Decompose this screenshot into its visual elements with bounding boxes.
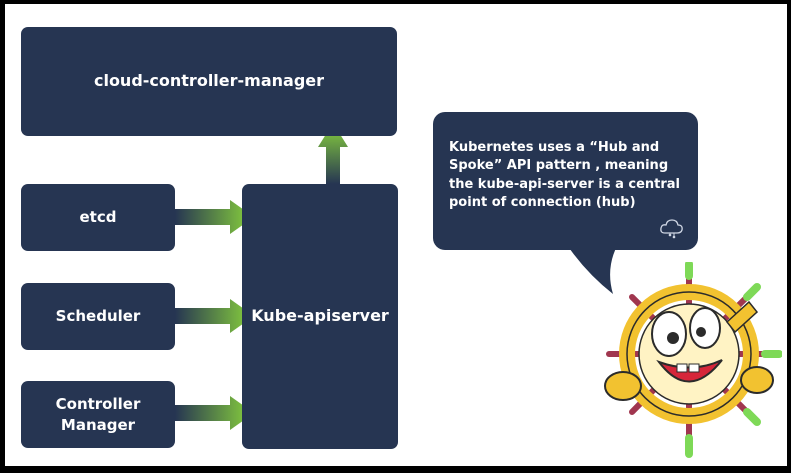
etcd-box: etcd (21, 184, 175, 251)
scheduler-label: Scheduler (55, 307, 141, 325)
arrows-layer (175, 123, 348, 430)
cloud-controller-manager-label: cloud-controller-manager (93, 71, 325, 91)
controller-manager-label: Controller Manager (55, 394, 141, 434)
etcd-label: etcd (79, 208, 117, 226)
mascot-illustration (604, 262, 782, 458)
cloud-controller-manager-box: cloud-controller-manager (21, 27, 397, 136)
scheduler-box: Scheduler (21, 283, 175, 350)
arrow-etcd-to-apiserver (175, 200, 254, 234)
kube-apiserver-label: Kube-apiserver (251, 306, 389, 326)
arrow-scheduler-to-apiserver (175, 299, 254, 333)
kube-apiserver-box: Kube-apiserver (242, 184, 398, 449)
cloud-icon (660, 219, 683, 239)
speech-bubble-tail (565, 242, 619, 294)
callout-text: Kubernetes uses a “Hub and Spoke” API pa… (449, 140, 681, 211)
controller-manager-box: Controller Manager (21, 381, 175, 448)
diagram-canvas: cloud-controller-manager etcd Scheduler … (5, 4, 787, 466)
arrow-apiserver-to-cloud-controller-manager (318, 123, 348, 184)
speech-bubble: Kubernetes uses a “Hub and Spoke” API pa… (433, 112, 698, 250)
arrow-controller-manager-to-apiserver (175, 396, 254, 430)
